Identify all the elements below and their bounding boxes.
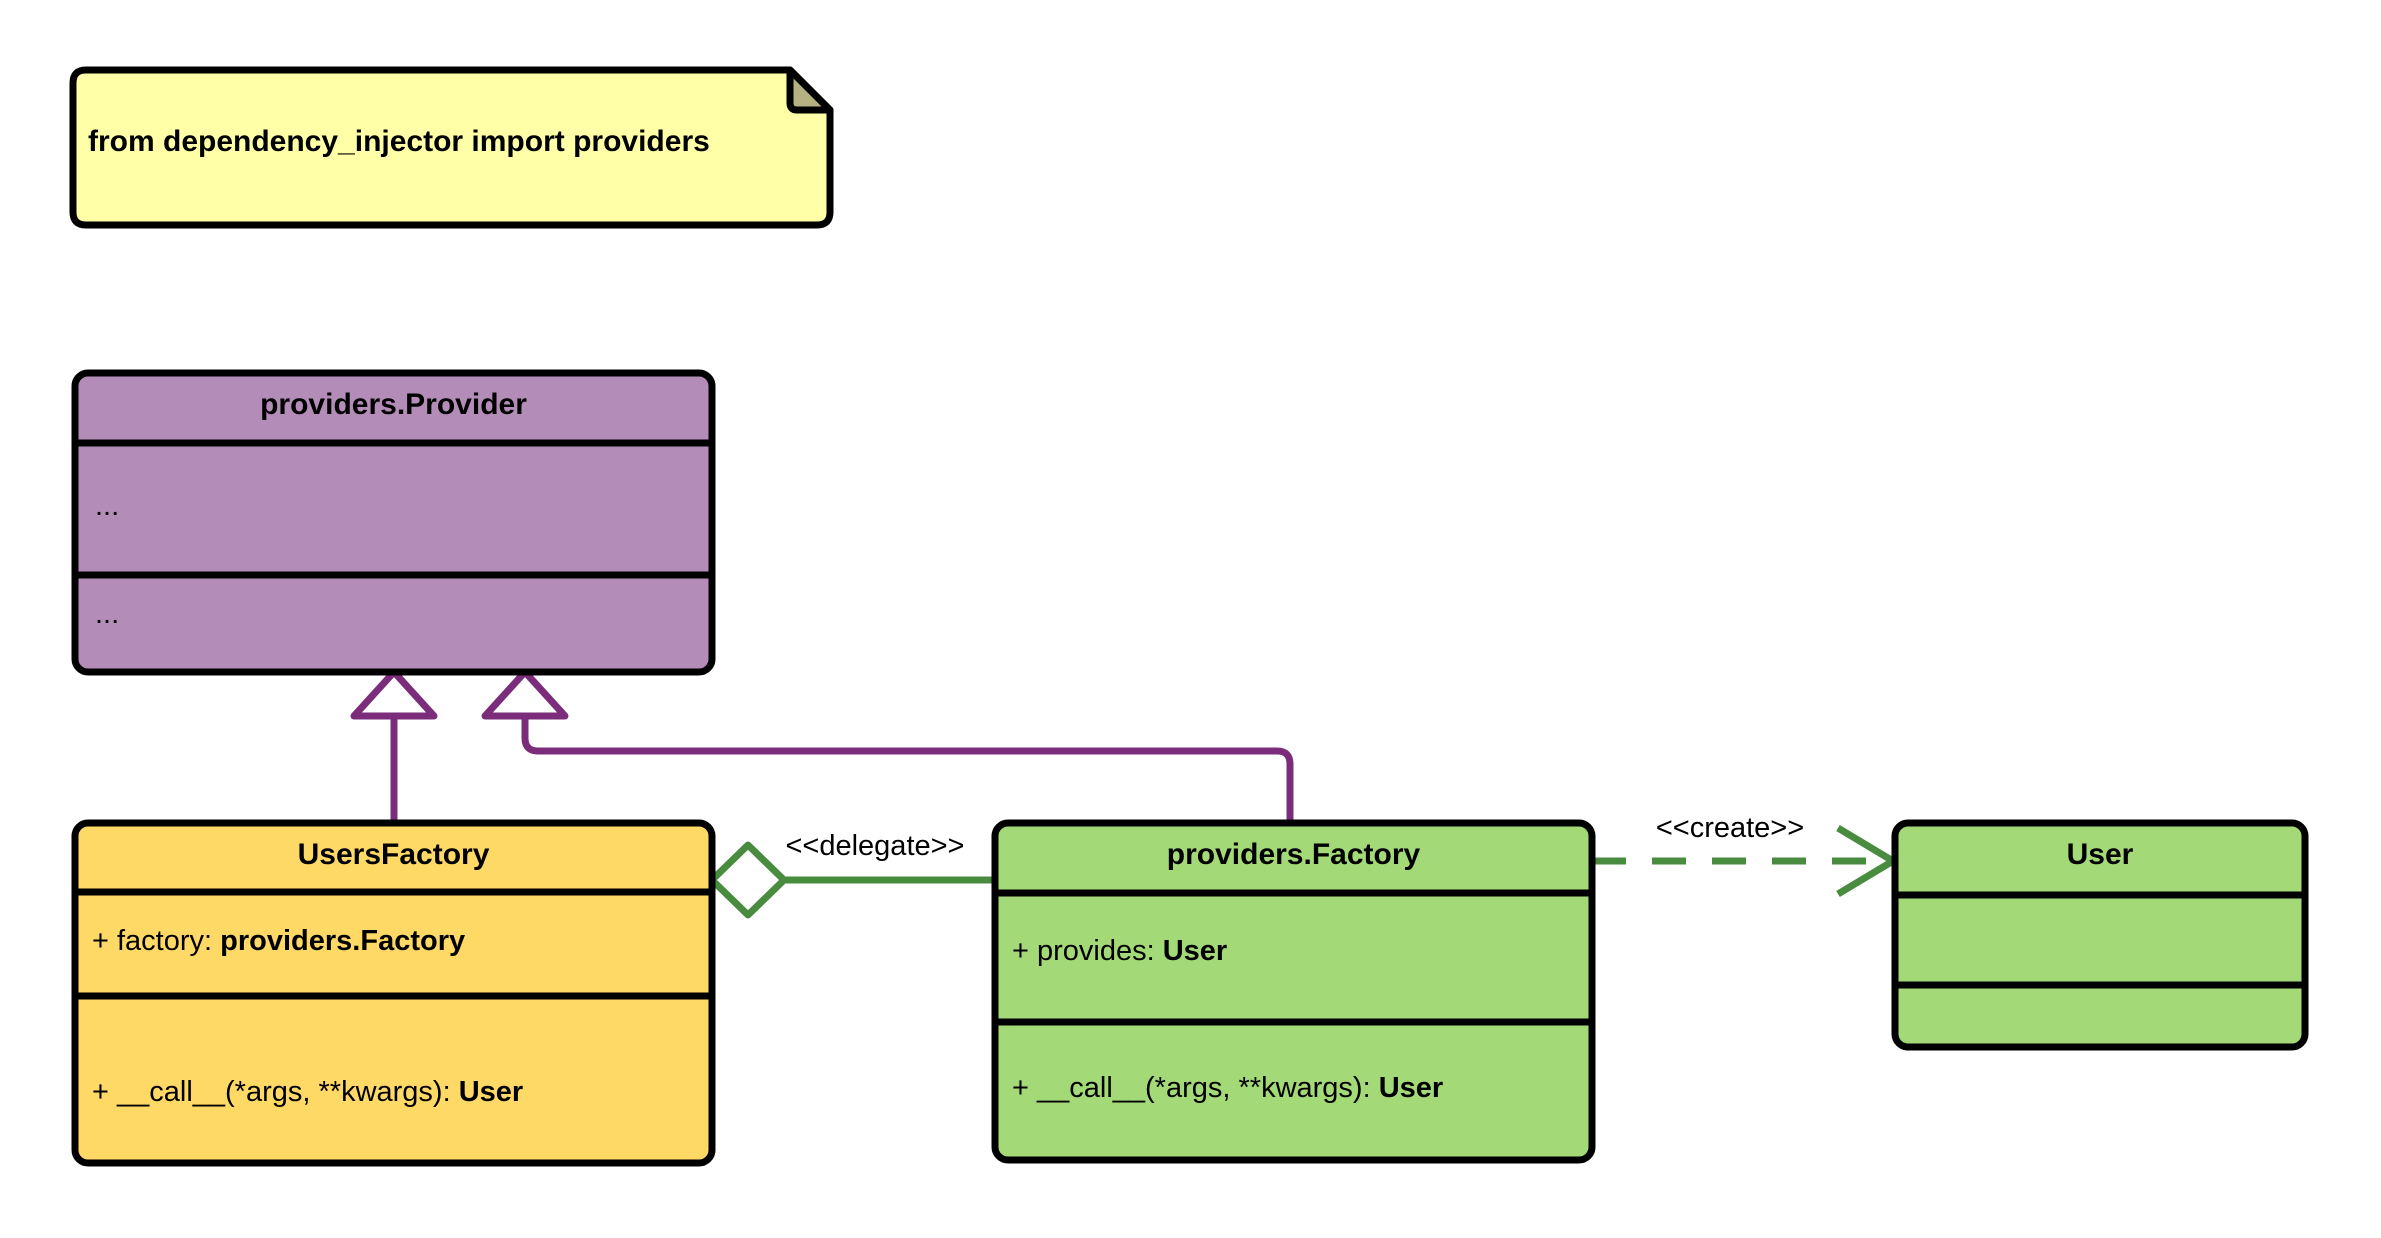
note-body	[69, 66, 834, 229]
edge-label-delegate: <<delegate>>	[785, 830, 965, 862]
class-box-users-factory[interactable]: UsersFactory + factory: providers.Factor…	[71, 819, 716, 1167]
edge-label-create: <<create>>	[1655, 812, 1805, 844]
class-attribute-providers-provider: ...	[95, 490, 120, 522]
class-title-providers-provider: providers.Provider	[260, 388, 527, 421]
note-shape[interactable]: from dependency_injector import provider…	[69, 66, 834, 229]
class-box-providers-factory[interactable]: providers.Factory + provides: User + __c…	[991, 819, 1596, 1164]
class-title-providers-factory: providers.Factory	[1166, 838, 1421, 871]
class-box-providers-provider[interactable]: providers.Provider ... ...	[71, 369, 716, 676]
hollow-triangle-icon-2	[481, 668, 569, 720]
generalization-providersfactory-to-provider[interactable]	[481, 668, 1294, 825]
class-body-providers-provider	[71, 369, 716, 676]
note-fold-icon	[786, 66, 834, 114]
class-attribute-users-factory: + factory: providers.Factory	[92, 925, 466, 957]
class-box-user[interactable]: User	[1891, 819, 2309, 1051]
dependency-create[interactable]: <<create>>	[1592, 812, 1900, 898]
hollow-diamond-icon	[708, 841, 788, 919]
generalization-usersfactory-to-provider[interactable]	[350, 668, 438, 825]
class-method-providers-factory: + __call__(*args, **kwargs): User	[1012, 1072, 1444, 1104]
class-title-user: User	[2066, 838, 2134, 871]
class-title-users-factory: UsersFactory	[297, 838, 490, 871]
class-body-user	[1891, 819, 2309, 1051]
class-body-providers-factory	[991, 819, 1596, 1164]
hollow-triangle-icon-1	[350, 668, 438, 720]
class-method-users-factory: + __call__(*args, **kwargs): User	[92, 1076, 524, 1108]
class-method-providers-provider: ...	[95, 598, 120, 630]
aggregation-delegate[interactable]: <<delegate>>	[708, 830, 995, 919]
note-text: from dependency_injector import provider…	[88, 125, 710, 158]
generalization-line-2	[521, 716, 1294, 825]
class-attribute-providers-factory: + provides: User	[1012, 935, 1228, 967]
